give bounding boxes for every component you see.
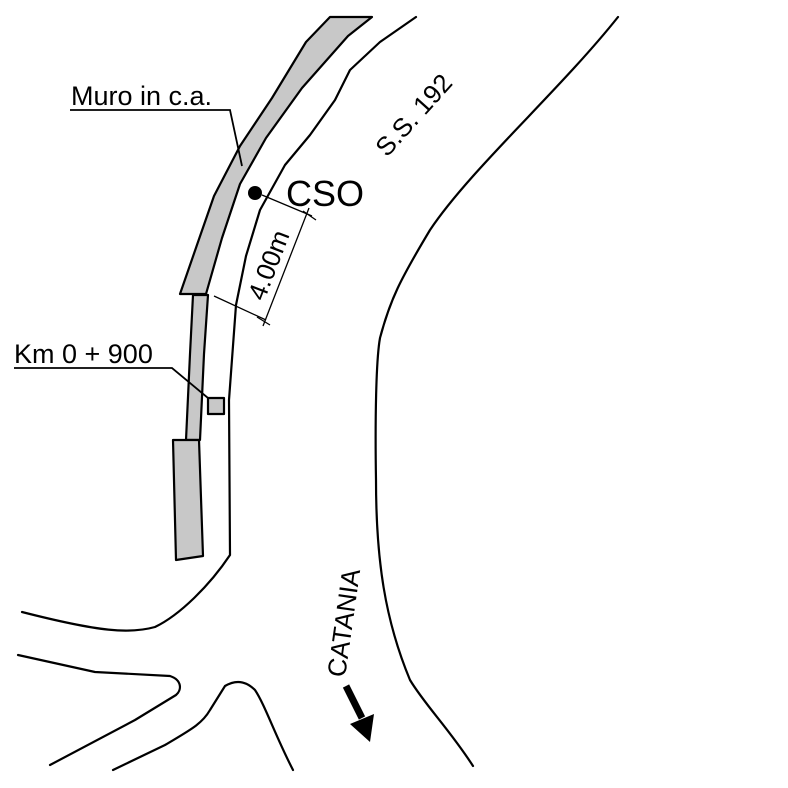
side-road-lower-edge [111, 680, 295, 772]
distance-dimension [213, 194, 317, 327]
road-name-label: S.S. 192 [369, 68, 458, 162]
road-edge-right [374, 15, 620, 768]
road-edge-left [20, 15, 418, 632]
side-road-upper-edge [16, 653, 182, 767]
cso-point [248, 186, 262, 200]
km-marker-square [206, 396, 226, 416]
retaining-wall-lower [171, 438, 205, 562]
km-label-leader [14, 367, 209, 399]
km-label: Km 0 + 900 [14, 339, 153, 369]
direction-label: CATANIA [321, 566, 366, 679]
retaining-wall-middle [184, 293, 210, 442]
wall-label-leader [70, 109, 243, 167]
direction-arrow-icon [342, 684, 374, 742]
cso-label: CSO [286, 173, 364, 214]
wall-label: Muro in c.a. [71, 81, 212, 111]
